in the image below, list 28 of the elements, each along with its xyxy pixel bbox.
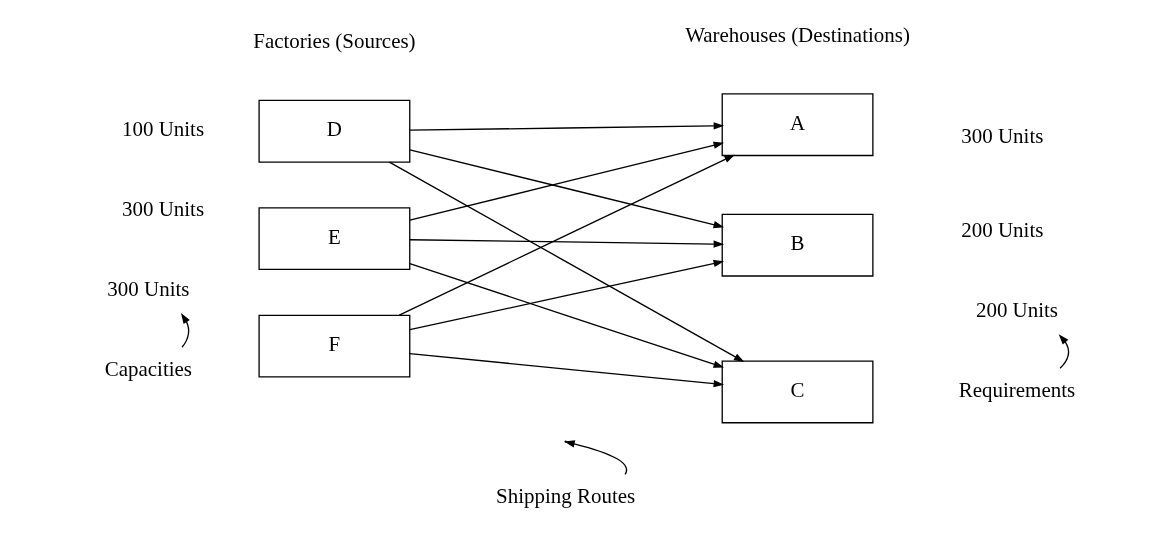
arrow bbox=[408, 149, 724, 229]
label: Factories (Sources) bbox=[252, 29, 416, 54]
node-box: A bbox=[721, 93, 874, 157]
node-text: 300 Units bbox=[106, 277, 189, 302]
arrow bbox=[398, 154, 735, 316]
arrow bbox=[408, 122, 724, 131]
node-label: 300 Units bbox=[121, 197, 204, 222]
node-text: Shipping Routes bbox=[495, 484, 635, 509]
arrow bbox=[408, 141, 724, 221]
node-text: Capacities bbox=[104, 356, 192, 381]
arrow bbox=[388, 161, 744, 363]
arrow bbox=[408, 352, 724, 388]
arrow bbox=[408, 259, 724, 331]
arrow bbox=[408, 239, 724, 248]
node-label: 200 Units bbox=[960, 218, 1043, 243]
label: Warehouses (Destinations) bbox=[684, 22, 910, 47]
node-box: C bbox=[721, 360, 874, 424]
node-text: Requirements bbox=[958, 377, 1075, 402]
node-label: 300 Units bbox=[960, 123, 1043, 148]
node-box: E bbox=[257, 207, 410, 271]
arrow bbox=[1058, 334, 1069, 369]
node-box: F bbox=[257, 314, 410, 378]
node-label: 100 Units bbox=[121, 117, 204, 142]
node-box: D bbox=[257, 99, 410, 163]
node-box: B bbox=[721, 213, 874, 277]
arrow bbox=[180, 313, 190, 348]
arrow bbox=[408, 263, 724, 368]
node-text: 200 Units bbox=[975, 298, 1058, 323]
